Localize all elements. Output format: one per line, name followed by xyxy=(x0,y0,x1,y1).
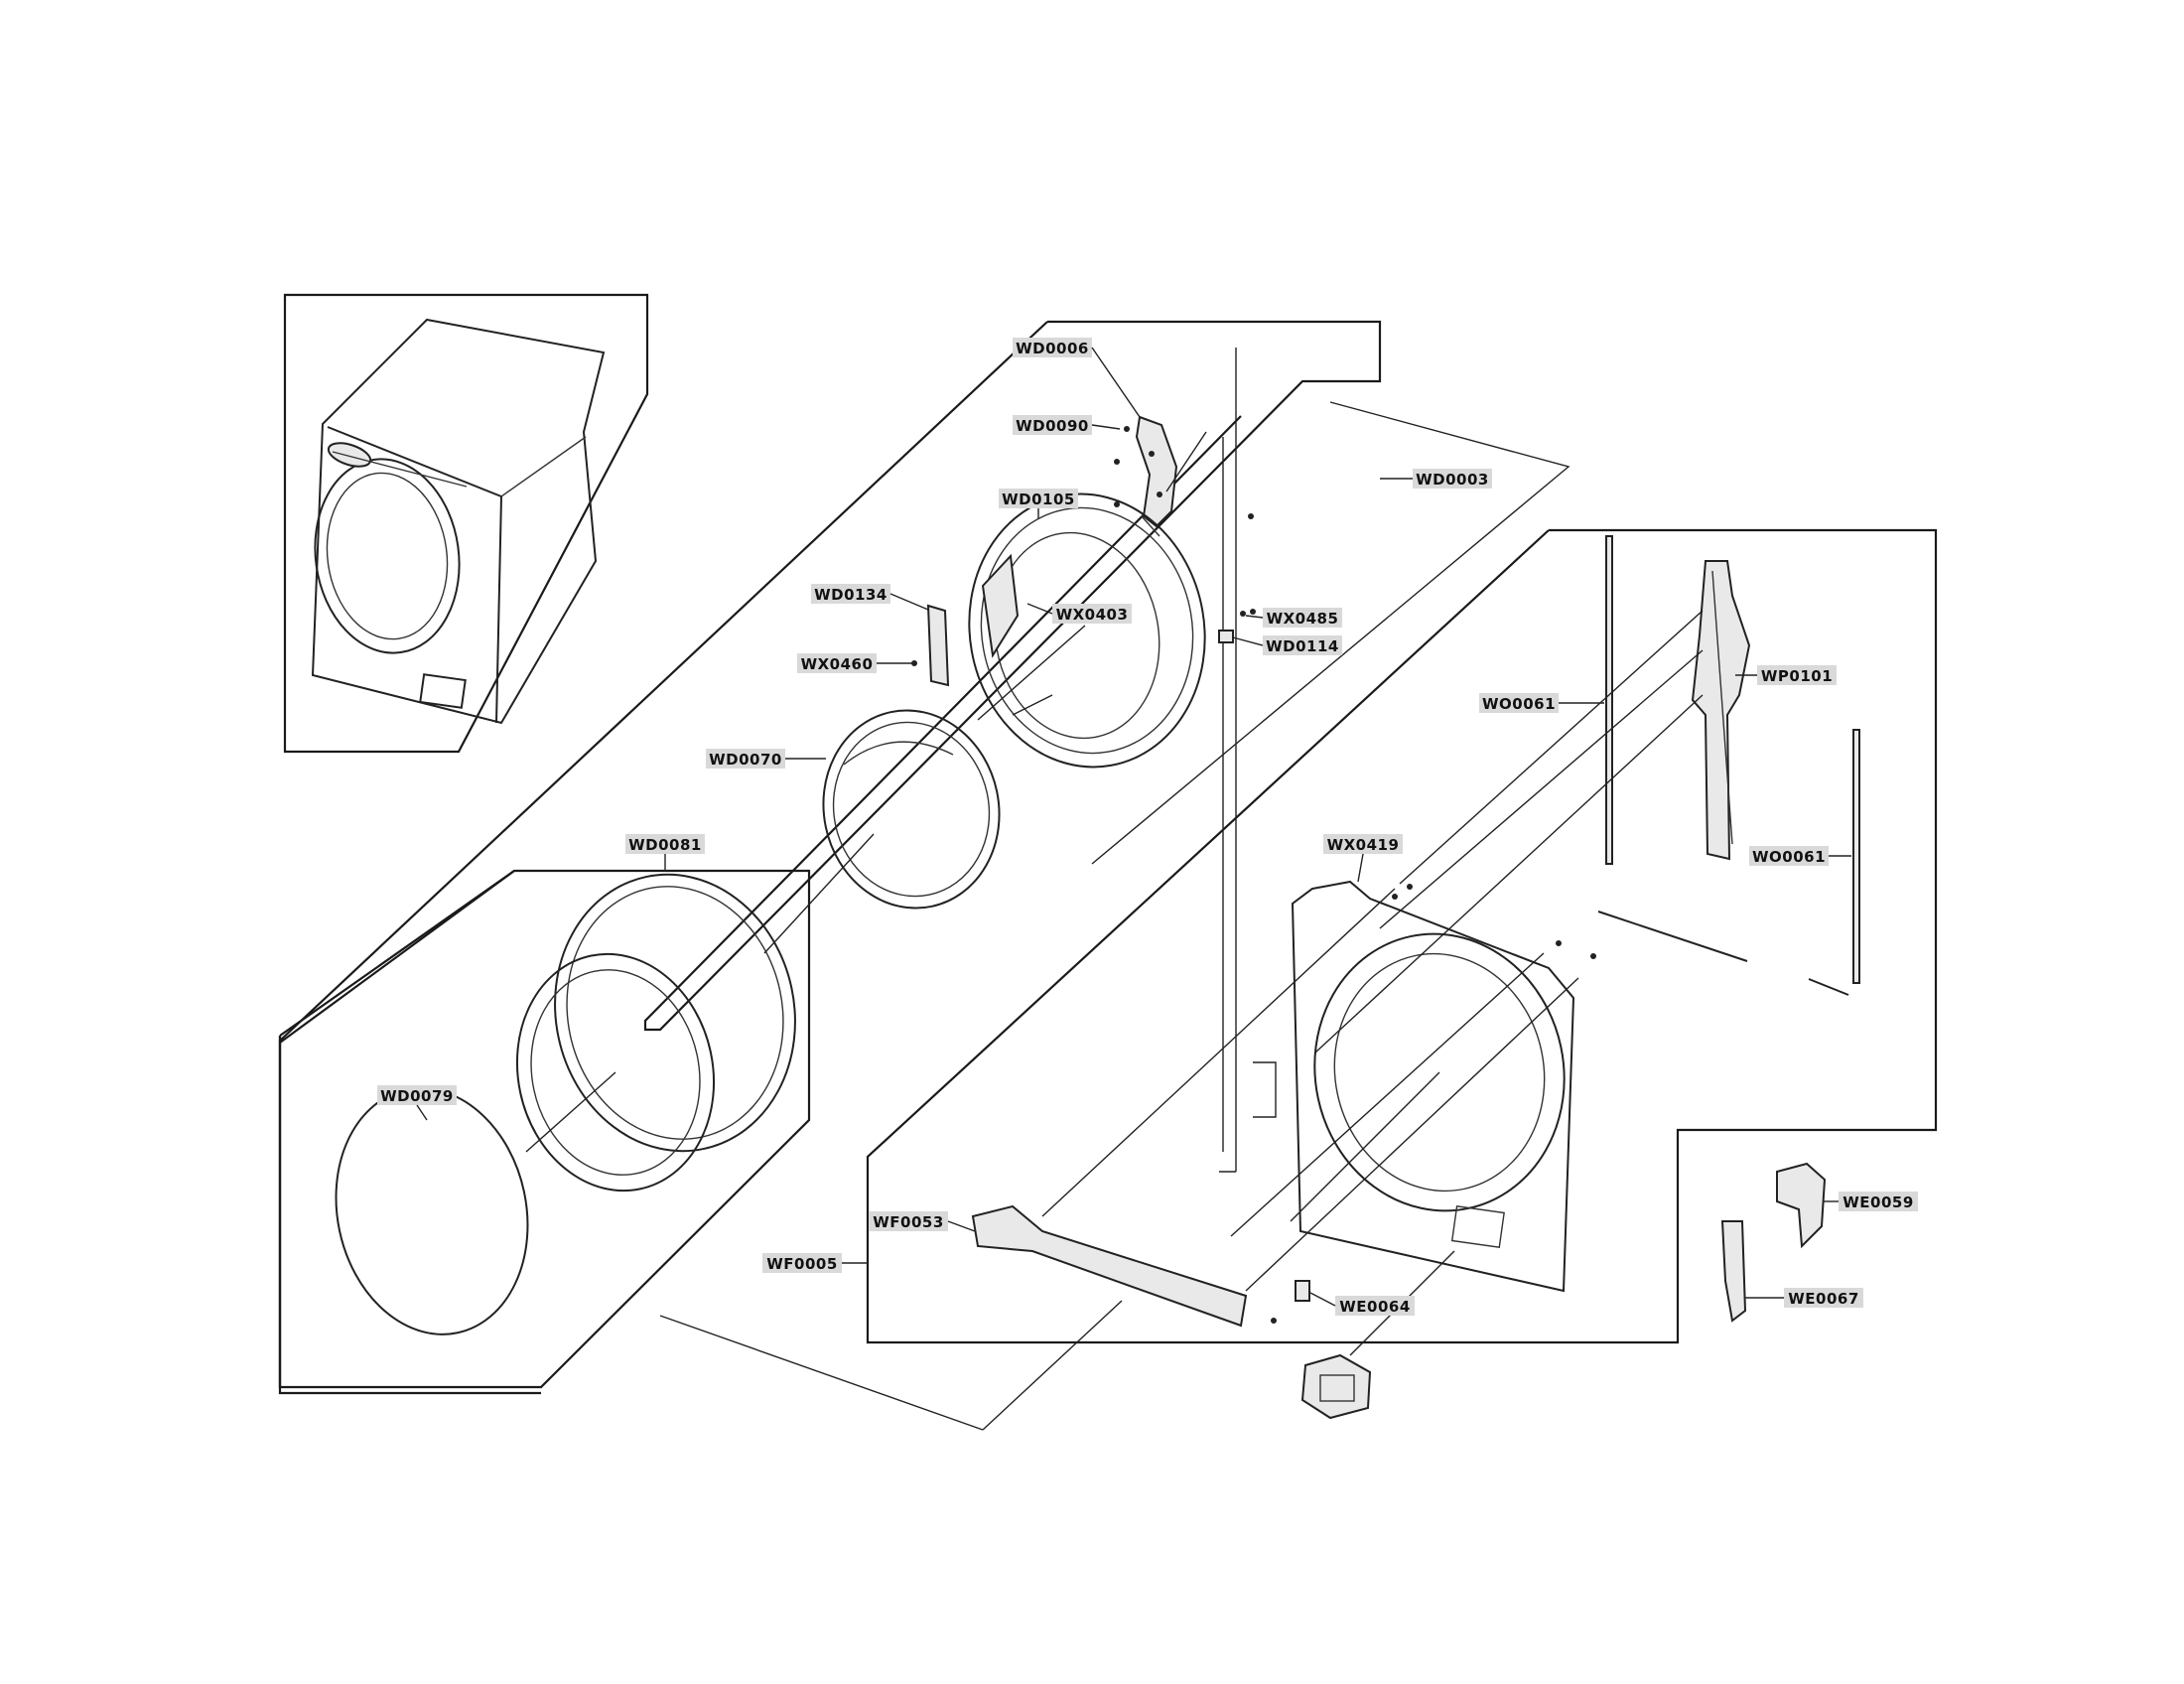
label-WE0067: WE0067 xyxy=(1784,1288,1863,1308)
svg-text:WD0081: WD0081 xyxy=(628,836,702,854)
label-WP0101: WP0101 xyxy=(1757,665,1837,685)
label-WO0061-upper: WO0061 xyxy=(1479,693,1559,713)
svg-text:WE0059: WE0059 xyxy=(1843,1193,1914,1211)
label-WX0460: WX0460 xyxy=(797,653,877,673)
label-WX0485: WX0485 xyxy=(1263,608,1342,628)
label-WD0003: WD0003 xyxy=(1413,469,1492,489)
label-WX0419: WX0419 xyxy=(1323,834,1403,854)
label-WE0059: WE0059 xyxy=(1839,1192,1918,1211)
label-WF0053: WF0053 xyxy=(869,1211,948,1231)
door-subassembly-frame xyxy=(278,869,811,1389)
svg-text:WF0053: WF0053 xyxy=(873,1213,944,1231)
svg-text:WD0070: WD0070 xyxy=(709,751,782,769)
label-WD0079: WD0079 xyxy=(377,1085,457,1105)
door-latch xyxy=(911,604,950,687)
lock-assembly xyxy=(1720,1162,1827,1323)
control-panel-frame xyxy=(866,528,1938,1344)
svg-text:WX0460: WX0460 xyxy=(801,655,874,673)
svg-text:WE0067: WE0067 xyxy=(1788,1290,1859,1308)
svg-text:WX0403: WX0403 xyxy=(1056,606,1129,624)
label-WD0114: WD0114 xyxy=(1263,635,1342,655)
svg-text:WD0090: WD0090 xyxy=(1016,417,1089,435)
label-WF0005: WF0005 xyxy=(762,1253,842,1273)
svg-text:WO0061: WO0061 xyxy=(1752,848,1826,866)
label-WD0105: WD0105 xyxy=(999,489,1078,508)
door-cover xyxy=(335,1087,529,1335)
svg-text:WD0134: WD0134 xyxy=(814,586,887,604)
screws xyxy=(1218,513,1256,643)
part-labels: WD0006 WD0090 WD0003 WD0105 WD0134 WX040… xyxy=(377,338,1918,1316)
label-WD0090: WD0090 xyxy=(1013,415,1092,435)
door-hinge xyxy=(1114,415,1178,537)
svg-text:WD0006: WD0006 xyxy=(1016,340,1089,357)
svg-text:WD0114: WD0114 xyxy=(1266,637,1339,655)
label-WD0006: WD0006 xyxy=(1013,338,1092,357)
label-WD0134: WD0134 xyxy=(811,584,890,604)
door-outer-ring xyxy=(968,492,1206,769)
svg-text:WX0419: WX0419 xyxy=(1327,836,1400,854)
svg-text:WD0003: WD0003 xyxy=(1416,471,1489,489)
assembled-washer-inset xyxy=(283,293,649,754)
door-glass xyxy=(822,709,1001,910)
front-panel xyxy=(1291,880,1575,1293)
door-assembly-frame xyxy=(643,320,1382,1032)
door-group-outer-frame xyxy=(278,321,1048,1395)
door-inner-ring xyxy=(515,873,796,1193)
label-WD0070: WD0070 xyxy=(706,749,785,769)
side-bracket xyxy=(1691,560,1751,861)
svg-text:WE0064: WE0064 xyxy=(1339,1298,1411,1316)
label-WO0061-lower: WO0061 xyxy=(1749,846,1829,866)
control-bar xyxy=(971,1204,1248,1328)
label-WE0064: WE0064 xyxy=(1335,1296,1415,1316)
svg-text:WD0079: WD0079 xyxy=(380,1087,454,1105)
svg-text:WX0485: WX0485 xyxy=(1267,610,1339,628)
label-leaders xyxy=(416,347,1851,1307)
svg-text:WF0005: WF0005 xyxy=(766,1255,838,1273)
svg-text:WO0061: WO0061 xyxy=(1482,695,1556,713)
small-switch xyxy=(1271,1280,1310,1324)
label-WD0081: WD0081 xyxy=(625,834,705,854)
detergent-housing xyxy=(1300,1353,1372,1420)
svg-text:WD0105: WD0105 xyxy=(1002,491,1075,508)
panel-explode-lines xyxy=(659,610,1704,1431)
seal-strips xyxy=(1597,535,1860,996)
label-WX0403: WX0403 xyxy=(1052,604,1132,624)
svg-text:WP0101: WP0101 xyxy=(1761,667,1833,685)
door-explode-lines xyxy=(525,348,1570,1173)
